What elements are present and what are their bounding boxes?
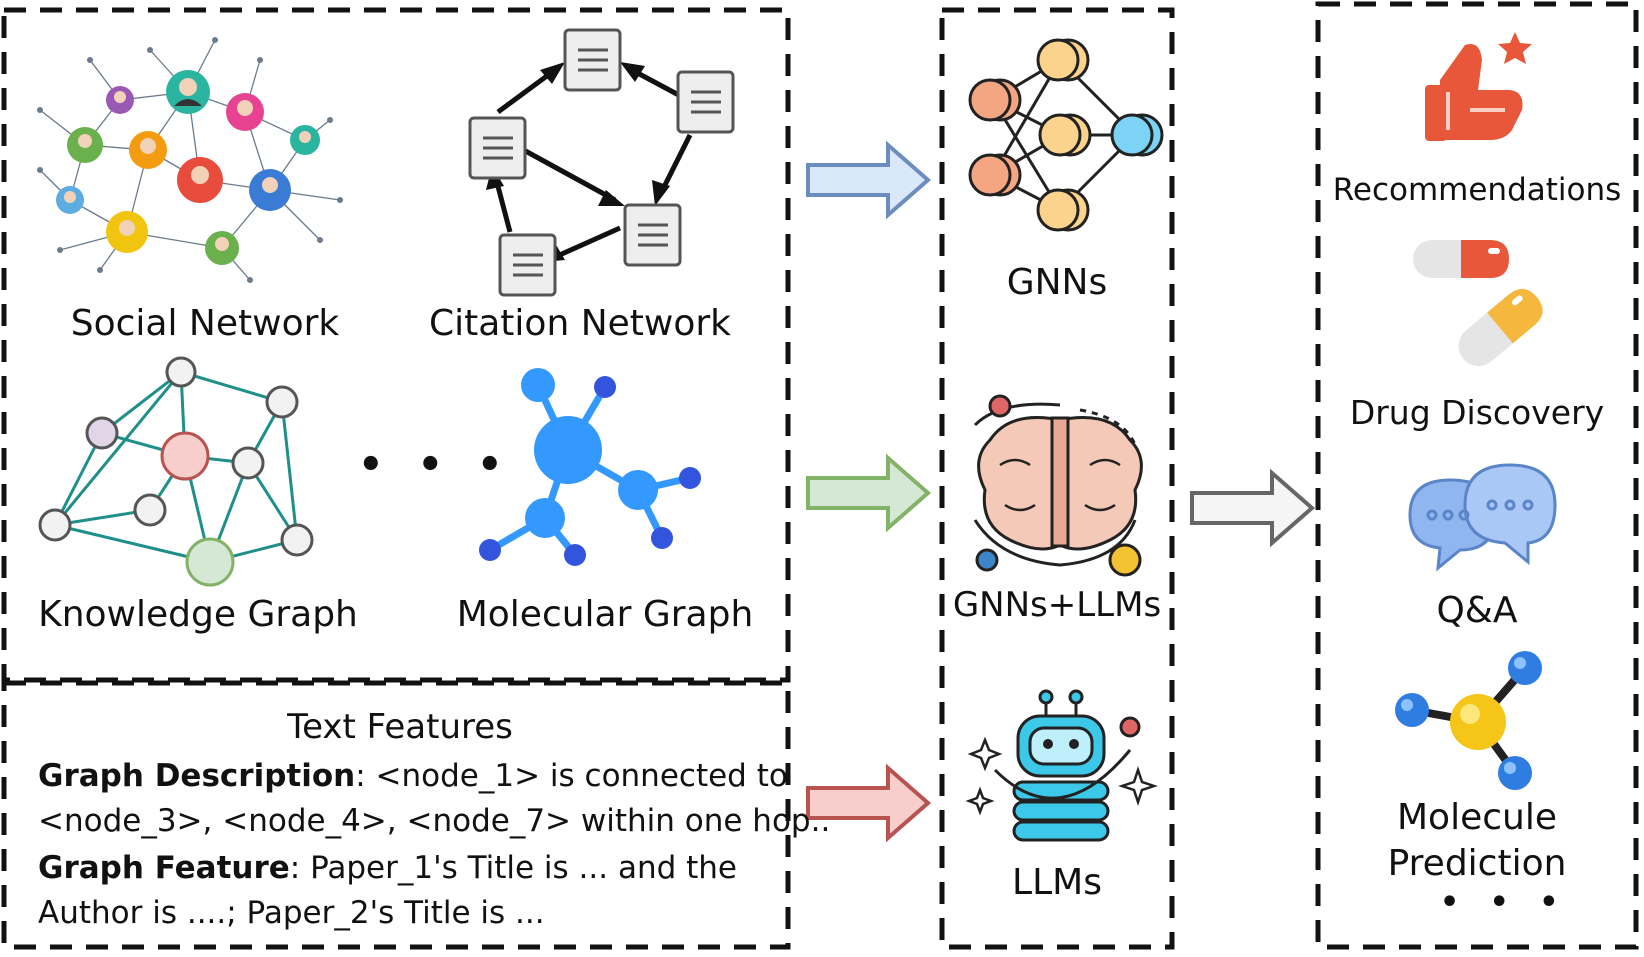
social-network-nodes (37, 37, 343, 283)
graph-description-label: Graph Description (38, 758, 356, 794)
recommendations-label: Recommendations (1332, 172, 1622, 208)
graph-feature-label: Graph Feature (38, 850, 290, 886)
citation-network-icon (468, 28, 735, 297)
input-ellipsis: • • • (358, 442, 513, 488)
citation-network-label: Citation Network (428, 303, 732, 344)
drug-discovery-label: Drug Discovery (1349, 393, 1605, 432)
molecular-graph-label: Molecular Graph (456, 594, 754, 635)
robot-icon (965, 689, 1158, 842)
llms-label: LLMs (1012, 862, 1102, 903)
applications-ellipsis: • • • (1440, 885, 1569, 920)
graph-feature-text: : Paper_1's Title is ... and the (289, 850, 737, 886)
text-features-panel (1, 680, 791, 950)
arrow-gray (1190, 468, 1316, 548)
arrow-green (806, 453, 932, 533)
text-features-title: Text Features (287, 707, 513, 747)
gnn-icon (968, 38, 1164, 232)
knowledge-graph-icon (38, 356, 314, 587)
graph-description-text: : <node_1> is connected to (355, 758, 788, 794)
models-panel (939, 7, 1175, 950)
qa-label: Q&A (1436, 590, 1518, 631)
gnns-llms-label: GNNs+LLMs (952, 585, 1162, 625)
graph-feature-line2: Author is ....; Paper_2's Title is ... (38, 895, 545, 931)
arrow-blue (806, 140, 932, 220)
graph-feature-line1: Graph Feature: Paper_1's Title is ... an… (38, 850, 818, 887)
graph-description-line2: <node_3>, <node_4>, <node_7> within one … (38, 803, 831, 839)
applications-panel (1315, 1, 1639, 950)
gnns-label: GNNs (1006, 262, 1108, 303)
molecule-prediction-label-line1: Molecule (1397, 797, 1557, 838)
pills-icon (1413, 240, 1543, 366)
chat-bubbles-icon (1408, 463, 1557, 572)
brain-icon (973, 394, 1143, 577)
molecular-graph-icon (479, 368, 701, 566)
graph-description-line1: Graph Description: <node_1> is connected… (38, 758, 818, 795)
knowledge-graph-label: Knowledge Graph (38, 594, 358, 635)
molecule-prediction-icon (1395, 651, 1542, 790)
input-graphs-panel (1, 7, 791, 683)
arrow-red (806, 763, 932, 843)
social-network-label: Social Network (70, 303, 340, 344)
molecule-prediction-label-line2: Prediction (1387, 843, 1567, 884)
thumbs-up-icon (1425, 32, 1532, 141)
